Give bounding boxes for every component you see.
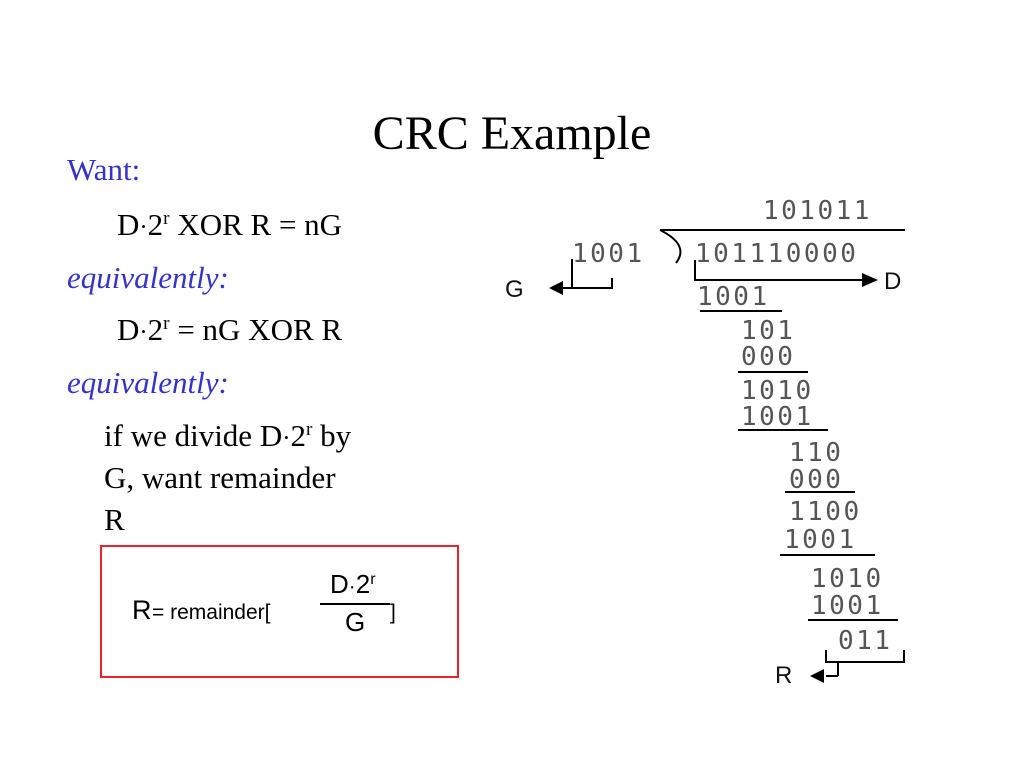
eq1-post: XOR R = nG (169, 207, 343, 242)
eq2-exp: r (163, 313, 170, 335)
equation-line-2: D·2r = nG XOR R (117, 314, 342, 346)
remainder-digits: 011 (838, 626, 893, 656)
g-arrow-head (549, 281, 563, 295)
want-label: Want: (67, 152, 141, 187)
formula-close-bracket: ] (390, 601, 396, 624)
step-3: 000 (741, 342, 796, 372)
quotient-digits: 101011 (763, 196, 872, 226)
eq1-pre: D (117, 207, 140, 242)
step-8: 1100 (789, 497, 862, 527)
equation-line-1: D·2r XOR R = nG (117, 209, 342, 241)
equation-line-3: if we divide D·2r by (104, 420, 351, 452)
step-6: 110 (789, 438, 844, 468)
formula-remainder-text: = remainder[ (152, 601, 271, 624)
fraction-bar (320, 603, 390, 605)
eq3-pre: if we divide D (104, 418, 283, 453)
eq2-dot: · (139, 319, 148, 346)
eq2-pre: D (117, 312, 140, 347)
eq3-post: by (312, 418, 352, 453)
page-title: CRC Example (372, 107, 652, 160)
numerator-dot: · (348, 575, 356, 598)
remainder-formula-box: R = remainder[ D·2r G ] (100, 545, 459, 678)
divisor-digits: 1001 (572, 239, 645, 269)
step-9: 1001 (784, 525, 857, 555)
numerator-pre: D (330, 569, 349, 599)
formula-lhs: R (132, 595, 152, 625)
eq2-post: = nG XOR R (169, 312, 343, 347)
step-10: 1010 (811, 564, 884, 594)
equivalently-label-2: equivalently: (67, 365, 229, 400)
step-4: 1010 (741, 376, 814, 406)
eq1-dot: · (139, 214, 148, 241)
equivalently-label-1: equivalently: (67, 260, 229, 295)
step-11: 1001 (811, 591, 884, 621)
eq2-base: 2 (147, 312, 164, 347)
step-7: 000 (789, 465, 844, 495)
label-d: D (884, 268, 902, 295)
d-arrow-head (862, 273, 878, 287)
text-line-5: R (104, 502, 125, 537)
step-2: 101 (741, 316, 796, 346)
eq3-base: 2 (290, 418, 306, 453)
eq3-dot: · (282, 425, 291, 452)
numerator-base: 2 (355, 569, 371, 599)
label-g: G (505, 276, 524, 303)
division-bracket (659, 229, 682, 264)
label-r: R (775, 662, 793, 689)
eq3-exp: r (305, 419, 313, 441)
step-5: 1001 (741, 402, 814, 432)
step-1: 1001 (697, 282, 770, 312)
r-arrow-head (810, 669, 824, 683)
eq1-exp: r (163, 208, 170, 230)
formula-denominator: G (345, 607, 366, 637)
eq1-base: 2 (147, 207, 164, 242)
text-line-4: G, want remainder (104, 460, 336, 495)
formula-numerator: D·2r (330, 569, 376, 600)
numerator-exp: r (370, 570, 376, 589)
dividend-digits: 101110000 (695, 239, 859, 269)
